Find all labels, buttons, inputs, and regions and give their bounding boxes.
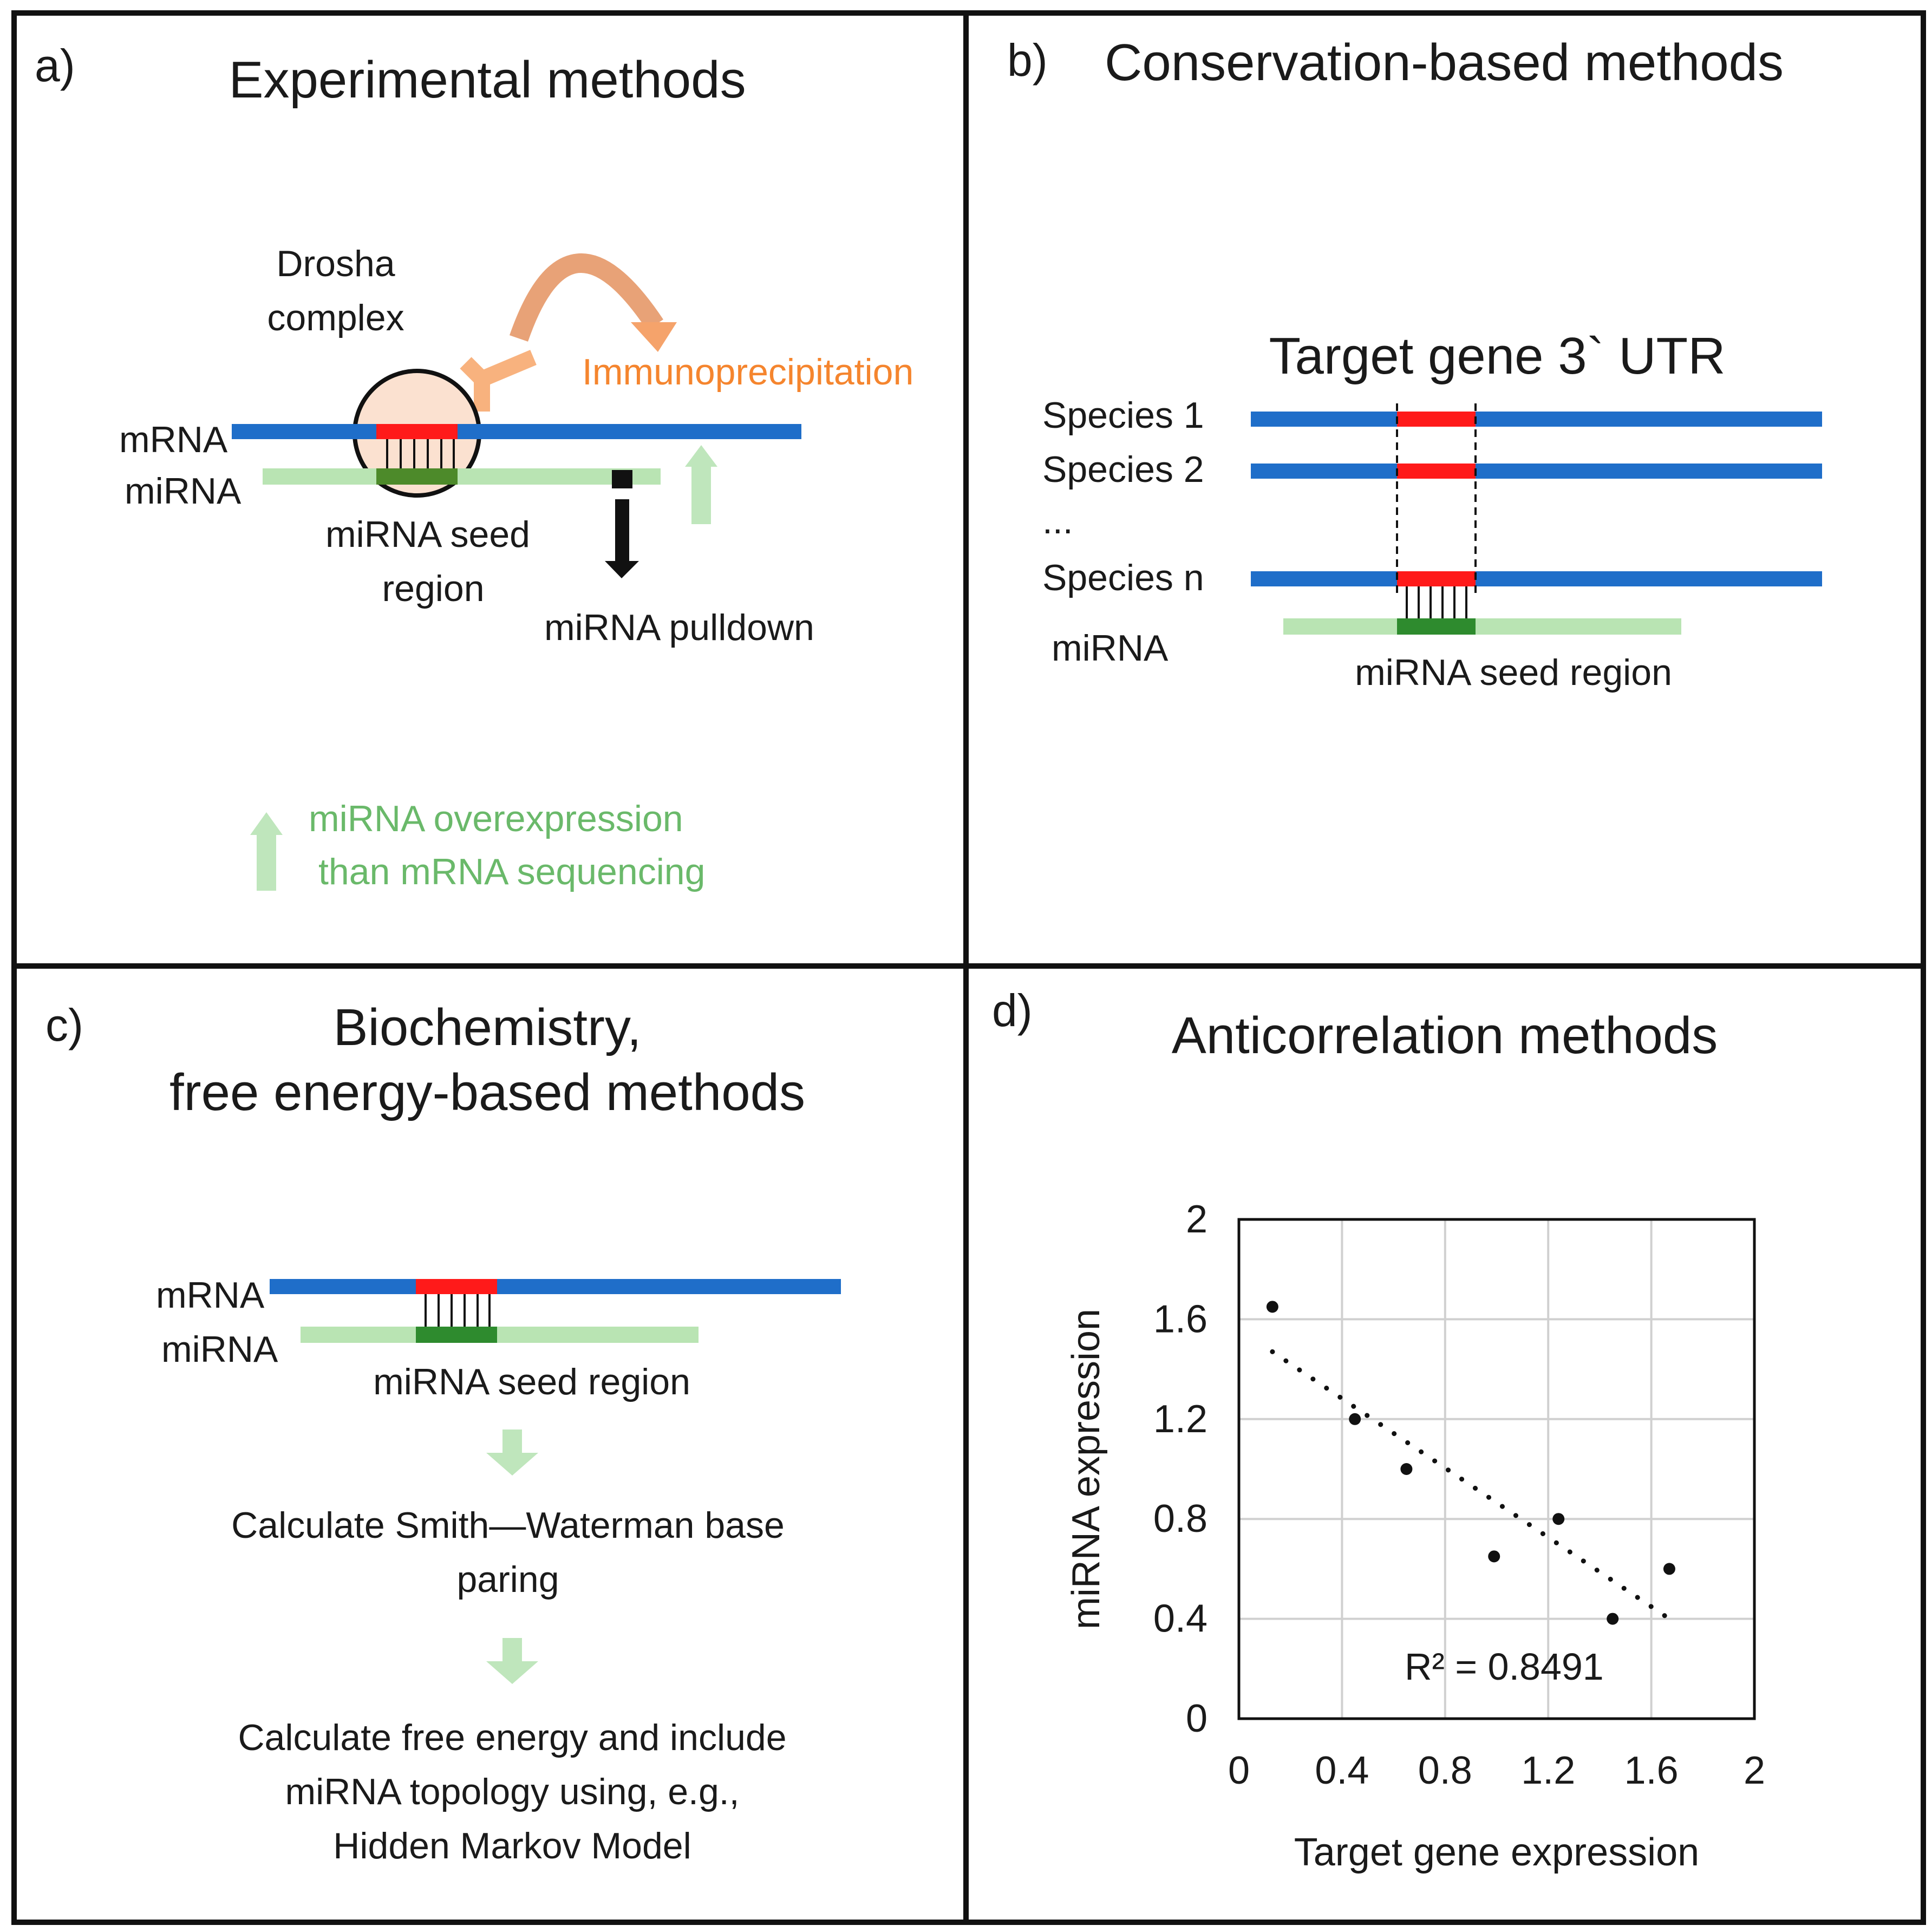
panel-b-base-pairs bbox=[1406, 586, 1467, 618]
x-tick-label: 1.2 bbox=[1521, 1749, 1575, 1792]
x-axis-label: Target gene expression bbox=[1294, 1831, 1699, 1874]
step2-text-line1: Calculate free energy and include bbox=[238, 1717, 786, 1758]
panel-c-title-line2: free energy-based methods bbox=[169, 1063, 805, 1121]
x-tick-labels: 0 0.4 0.8 1.2 1.6 2 bbox=[1228, 1749, 1765, 1792]
step2-text-line3: Hidden Markov Model bbox=[333, 1825, 691, 1866]
panel-a-mrna-strand bbox=[232, 424, 801, 439]
panel-b-mirna-seed bbox=[1397, 618, 1476, 635]
panel-d: d) Anticorrelation methods 0 0.4 0.8 1.2 1.6… bbox=[992, 985, 1765, 1874]
panel-c-mrna-label: mRNA bbox=[156, 1275, 265, 1316]
step1-text-line1: Calculate Smith—Waterman base bbox=[231, 1505, 785, 1546]
y-tick-label: 0.4 bbox=[1153, 1597, 1208, 1641]
data-point bbox=[1552, 1513, 1565, 1525]
y-tick-label: 1.6 bbox=[1153, 1297, 1208, 1341]
trendline-path bbox=[1270, 1349, 1672, 1622]
panel-c-seed-label: miRNA seed region bbox=[373, 1361, 690, 1402]
data-point bbox=[1488, 1550, 1500, 1563]
panel-c-base-pairs bbox=[425, 1294, 491, 1327]
panel-d-title: Anticorrelation methods bbox=[1172, 1007, 1718, 1065]
panel-a-mirna-strand bbox=[263, 468, 661, 485]
panel-c-mrna-seed-site bbox=[416, 1279, 497, 1294]
y-tick-label: 1.2 bbox=[1153, 1398, 1208, 1441]
panel-a-letter: a) bbox=[35, 40, 75, 91]
species-n-label: Species n bbox=[1042, 557, 1204, 598]
pulldown-tag bbox=[612, 470, 632, 488]
data-point bbox=[1349, 1413, 1361, 1425]
panel-a-mrna-seed-site bbox=[376, 424, 458, 439]
y-tick-label: 0 bbox=[1186, 1697, 1208, 1740]
trendline bbox=[1270, 1349, 1672, 1622]
panel-b-mirna-label: miRNA bbox=[1052, 628, 1169, 669]
x-tick-label: 0 bbox=[1228, 1749, 1250, 1792]
immunoprecipitation-label: Immunoprecipitation bbox=[582, 351, 913, 393]
species-ellipsis-label: ... bbox=[1042, 500, 1073, 541]
y-tick-label: 2 bbox=[1186, 1198, 1208, 1241]
panel-a: a) Experimental methods Drosha complex I… bbox=[35, 40, 913, 892]
pulldown-arrow-shaft bbox=[615, 499, 629, 563]
data-point bbox=[1607, 1613, 1619, 1625]
panel-c-mirna-strand bbox=[301, 1327, 699, 1343]
x-tick-label: 0.8 bbox=[1418, 1749, 1472, 1792]
species-2-utr bbox=[1251, 464, 1822, 479]
panel-a-seed-label-line2: region bbox=[382, 568, 484, 609]
panel-a-mirna-label: miRNA bbox=[125, 471, 241, 512]
species-n-utr bbox=[1251, 571, 1822, 586]
panel-c-title-line1: Biochemistry, bbox=[333, 998, 641, 1056]
plot-area-frame bbox=[1237, 1218, 1756, 1720]
upregulation-arrow-small bbox=[685, 445, 717, 524]
pulldown-label: miRNA pulldown bbox=[544, 607, 814, 648]
chart-grid bbox=[1238, 1218, 1755, 1720]
panel-b-letter: b) bbox=[1007, 35, 1048, 86]
species-1-utr bbox=[1251, 412, 1822, 427]
panel-b: b) Conservation-based methods Target gen… bbox=[1007, 34, 1822, 693]
y-axis-label: miRNA expression bbox=[1065, 1309, 1108, 1629]
data-points bbox=[1266, 1301, 1675, 1625]
y-tick-label: 0.8 bbox=[1153, 1497, 1208, 1541]
panel-a-mrna-label: mRNA bbox=[119, 419, 228, 460]
data-point bbox=[1266, 1301, 1278, 1313]
step2-down-arrow bbox=[486, 1638, 538, 1684]
x-tick-label: 1.6 bbox=[1624, 1749, 1679, 1792]
y-tick-labels: 0 0.4 0.8 1.2 1.6 2 bbox=[1153, 1198, 1208, 1740]
immunoprecipitation-arrowhead bbox=[631, 322, 677, 352]
panel-a-title: Experimental methods bbox=[229, 51, 746, 109]
panel-d-letter: d) bbox=[992, 985, 1033, 1036]
species-2-label: Species 2 bbox=[1042, 449, 1204, 490]
x-tick-label: 0.4 bbox=[1315, 1749, 1369, 1792]
drosha-label-line1: Drosha bbox=[276, 243, 395, 284]
antibody-icon bbox=[460, 350, 537, 412]
data-point bbox=[1663, 1563, 1675, 1575]
overexpression-arrow bbox=[250, 812, 283, 891]
panel-b-mirna-strand bbox=[1283, 618, 1681, 635]
r-squared-label: R² = 0.8491 bbox=[1405, 1646, 1604, 1688]
data-point bbox=[1400, 1463, 1413, 1475]
overexpression-label-line2: than mRNA sequencing bbox=[318, 851, 705, 892]
step1-down-arrow bbox=[486, 1430, 538, 1476]
panel-c-mirna-seed bbox=[416, 1327, 497, 1343]
panel-c-mrna-strand bbox=[270, 1279, 841, 1294]
pulldown-arrowhead bbox=[605, 561, 639, 578]
panel-a-base-pairs bbox=[386, 439, 455, 468]
drosha-label-line2: complex bbox=[267, 297, 404, 338]
panel-b-title: Conservation-based methods bbox=[1105, 34, 1784, 92]
panel-c-mirna-label: miRNA bbox=[161, 1329, 278, 1370]
species-1-label: Species 1 bbox=[1042, 395, 1204, 436]
panel-c: c) Biochemistry, free energy-based metho… bbox=[45, 998, 841, 1866]
immunoprecipitation-arrow bbox=[509, 253, 663, 342]
scatter-chart: 0 0.4 0.8 1.2 1.6 2 0 0.4 0.8 1.2 1.6 2 R² = 0.849… bbox=[1065, 1198, 1765, 1874]
panel-c-letter: c) bbox=[45, 1000, 83, 1050]
x-tick-label: 2 bbox=[1744, 1749, 1765, 1792]
panel-b-seed-label: miRNA seed region bbox=[1355, 652, 1672, 693]
overexpression-label-line1: miRNA overexpression bbox=[309, 798, 683, 839]
panel-a-mirna-seed bbox=[376, 468, 458, 485]
step1-text-line2: paring bbox=[456, 1559, 559, 1600]
panel-a-seed-label-line1: miRNA seed bbox=[325, 514, 530, 555]
utr-title: Target gene 3` UTR bbox=[1269, 327, 1725, 385]
step2-text-line2: miRNA topology using, e.g., bbox=[285, 1771, 739, 1812]
